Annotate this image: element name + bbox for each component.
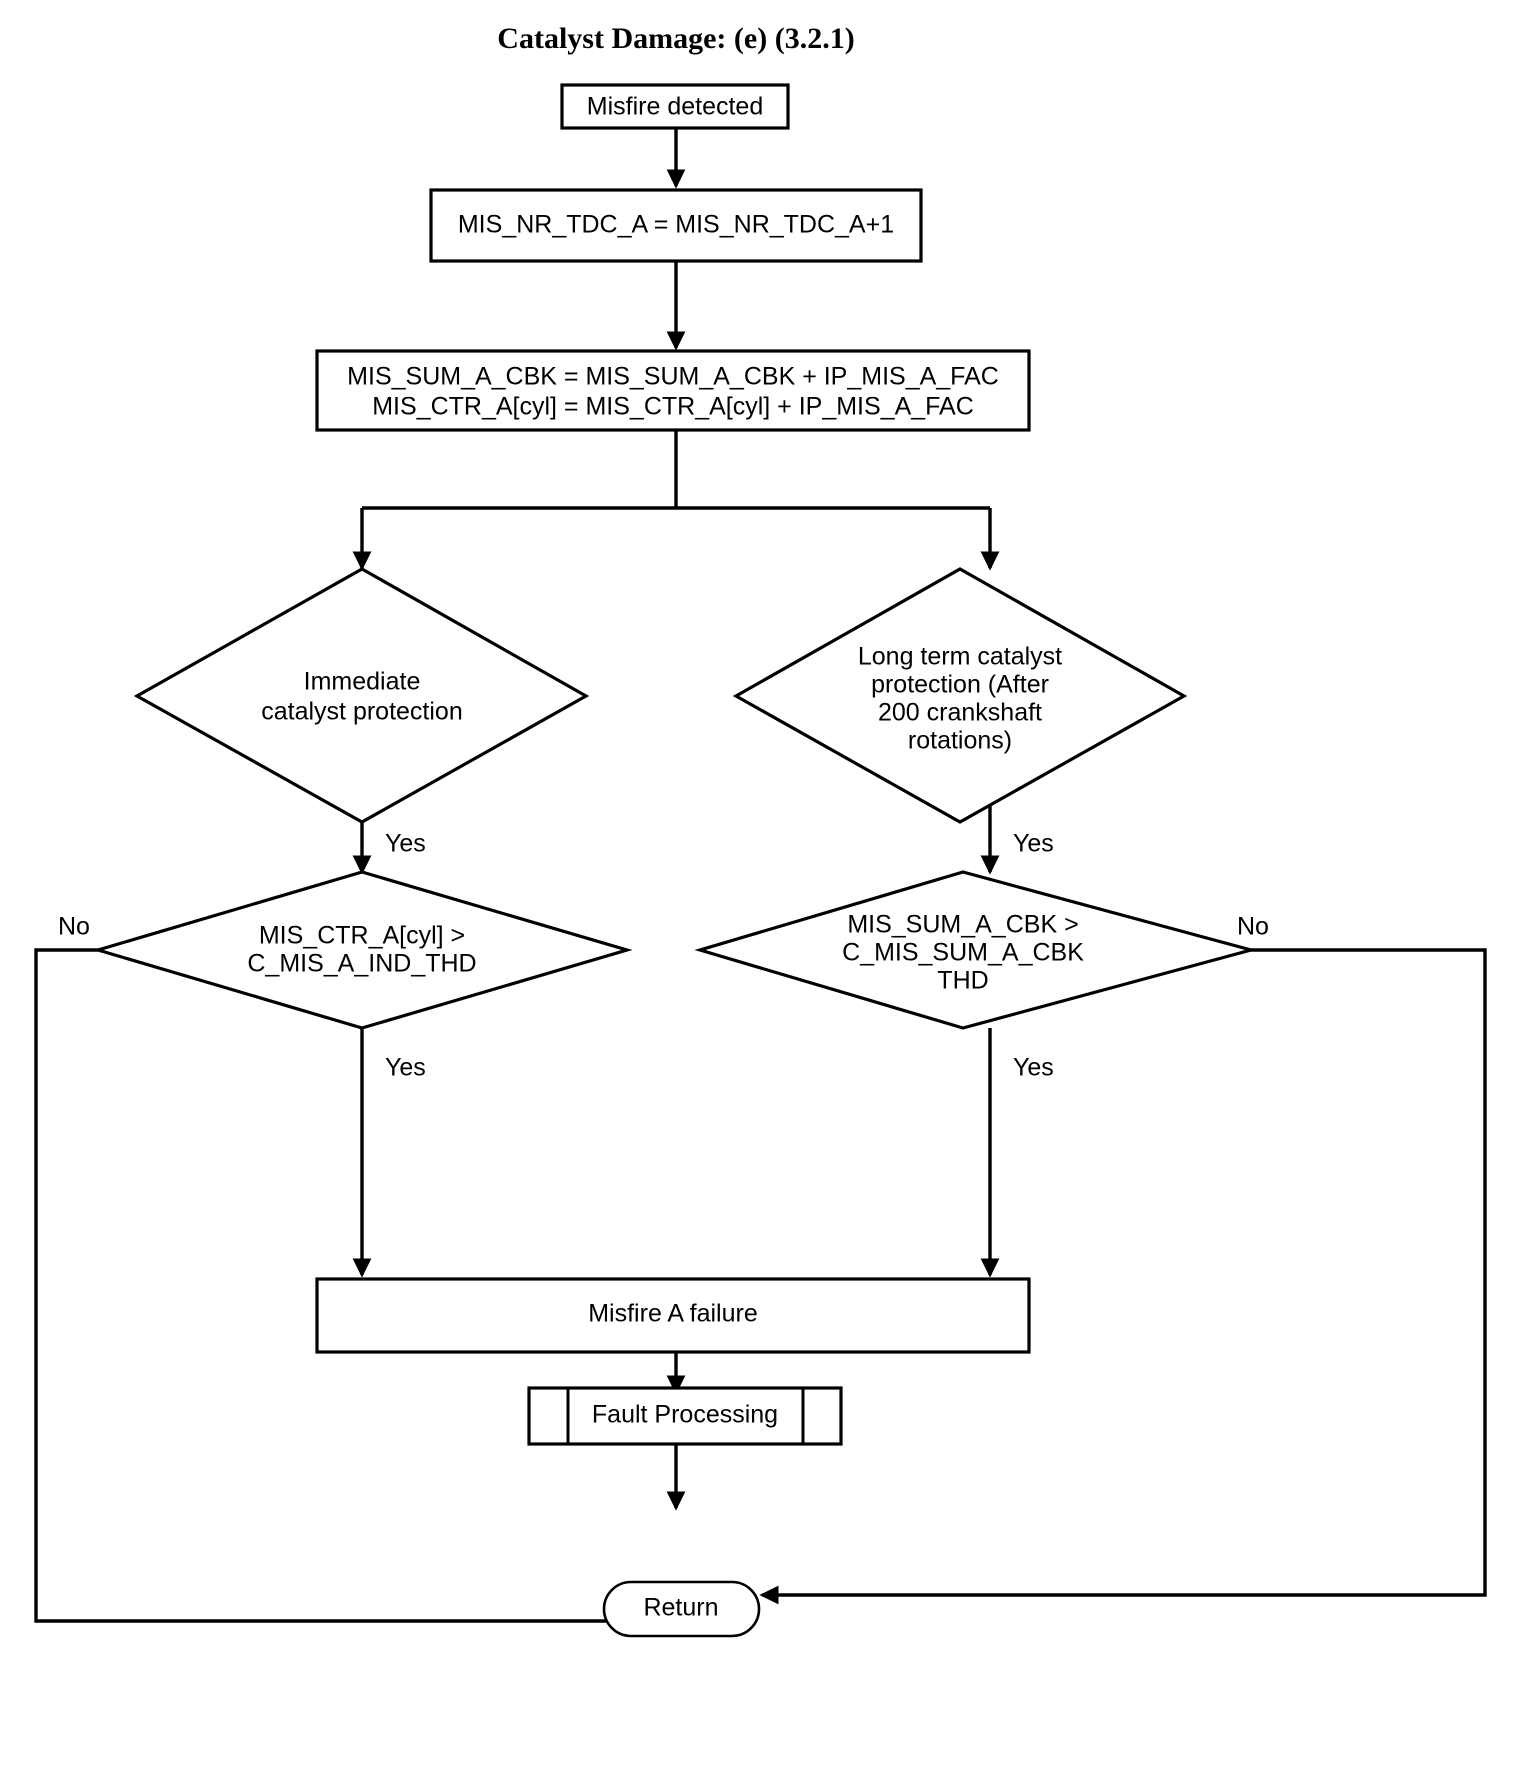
node-ctr-threshold-diamond xyxy=(92,870,633,1030)
node-immediate-protection-line2: catalyst protection xyxy=(261,698,463,726)
node-immediate-protection[interactable]: Immediate catalyst protection xyxy=(133,567,590,824)
node-increment-tdc[interactable]: MIS_NR_TDC_A = MIS_NR_TDC_A+1 xyxy=(429,188,923,263)
node-increment-tdc-label: MIS_NR_TDC_A = MIS_NR_TDC_A+1 xyxy=(458,211,894,239)
node-accumulate-line2: MIS_CTR_A[cyl] = MIS_CTR_A[cyl] + IP_MIS… xyxy=(372,393,974,421)
node-fault-processing[interactable]: Fault Processing xyxy=(527,1386,843,1446)
edge-label-sum-no: No xyxy=(1237,913,1269,941)
node-sum-threshold-line1: MIS_SUM_A_CBK > xyxy=(847,911,1078,939)
node-misfire-failure[interactable]: Misfire A failure xyxy=(315,1277,1031,1354)
node-return[interactable]: Return xyxy=(602,1580,761,1638)
connector-sum-no-rail xyxy=(759,948,1487,1605)
node-immediate-protection-diamond xyxy=(133,567,590,824)
node-misfire-detected[interactable]: Misfire detected xyxy=(560,83,790,130)
node-accumulate-line1: MIS_SUM_A_CBK = MIS_SUM_A_CBK + IP_MIS_A… xyxy=(347,363,999,391)
node-longterm-protection-line4: rotations) xyxy=(908,727,1012,755)
edge-label-longterm-yes: Yes xyxy=(1013,830,1054,858)
node-longterm-protection-line3: 200 crankshaft xyxy=(878,699,1042,727)
node-increment-tdc-box xyxy=(429,188,923,263)
node-sum-threshold-diamond xyxy=(694,870,1258,1030)
node-misfire-detected-label: Misfire detected xyxy=(587,93,763,121)
node-misfire-failure-label: Misfire A failure xyxy=(588,1300,758,1328)
node-sum-threshold-line2: C_MIS_SUM_A_CBK xyxy=(842,939,1084,967)
node-ctr-threshold-line1: MIS_CTR_A[cyl] > xyxy=(259,922,465,950)
node-misfire-detected-box xyxy=(560,83,790,130)
node-fault-processing-label: Fault Processing xyxy=(592,1401,778,1429)
node-return-label: Return xyxy=(643,1594,718,1622)
node-fault-processing-box xyxy=(527,1386,843,1446)
node-longterm-protection-line2: protection (After xyxy=(871,671,1049,699)
node-longterm-protection-diamond xyxy=(732,567,1188,824)
diagram-title: Catalyst Damage: (e) (3.2.1) xyxy=(497,22,854,55)
edge-label-ctr-no: No xyxy=(58,913,90,941)
connector-ctr-no-rail xyxy=(34,948,663,1631)
node-accumulate[interactable]: MIS_SUM_A_CBK = MIS_SUM_A_CBK + IP_MIS_A… xyxy=(315,349,1031,432)
node-misfire-failure-box xyxy=(315,1277,1031,1354)
edge-label-sum-yes: Yes xyxy=(1013,1054,1054,1082)
node-sum-threshold[interactable]: MIS_SUM_A_CBK > C_MIS_SUM_A_CBK THD xyxy=(694,870,1258,1030)
node-sum-threshold-line3: THD xyxy=(937,967,988,995)
edge-label-ctr-yes: Yes xyxy=(385,1054,426,1082)
node-longterm-protection[interactable]: Long term catalyst protection (After 200… xyxy=(732,567,1188,824)
edge-label-immediate-yes: Yes xyxy=(385,830,426,858)
node-immediate-protection-line1: Immediate xyxy=(304,668,421,696)
node-accumulate-box xyxy=(315,349,1031,432)
node-ctr-threshold-line2: C_MIS_A_IND_THD xyxy=(247,950,476,978)
node-return-shape xyxy=(602,1580,761,1638)
node-longterm-protection-line1: Long term catalyst xyxy=(858,643,1062,671)
node-ctr-threshold[interactable]: MIS_CTR_A[cyl] > C_MIS_A_IND_THD xyxy=(92,870,633,1030)
